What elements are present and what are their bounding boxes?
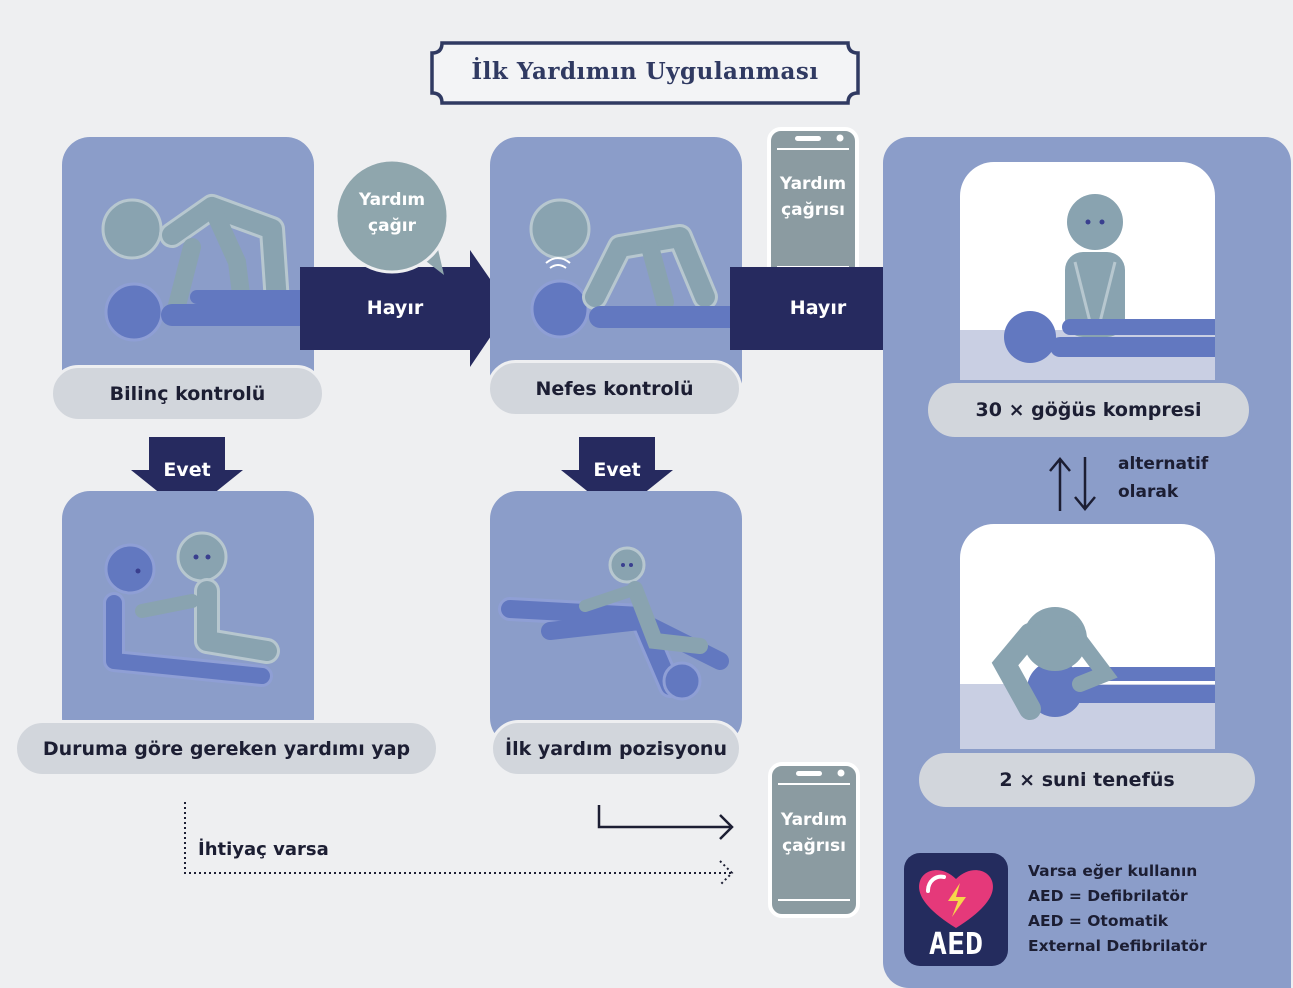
arrow-yes-2-label: Evet [593, 459, 641, 481]
if-needed-label: İhtiyaç varsa [198, 839, 329, 860]
step-breathing: Nefes kontrolü [487, 360, 742, 417]
arrow-yes-1 [131, 437, 243, 515]
page-title: İlk Yardımın Uygulanması [471, 58, 819, 85]
arrow-yes-1-label: Evet [163, 459, 211, 481]
arrow-no-1 [300, 250, 510, 367]
arrow-no-2-label: Hayır [789, 297, 847, 319]
alternate-line-1: alternatif [1118, 454, 1209, 474]
bubble-line-1: Yardım [358, 190, 426, 210]
aed-line-4: External Defibrilatör [1028, 937, 1207, 955]
recovery-illustration [498, 546, 729, 701]
consciousness-illustration [101, 194, 313, 342]
recovery-card [490, 491, 742, 746]
help-card [62, 491, 314, 746]
phone-bottom-line-1: Yardım [780, 810, 848, 830]
aed-logo-text: AED [928, 927, 984, 962]
breaths-scene [960, 524, 1215, 749]
alternate-line-2: olarak [1118, 482, 1179, 502]
breaths-illustration [960, 607, 1215, 749]
aed-heart-icon [919, 870, 993, 928]
step-help-as-needed: Duruma göre gereken yardımı yap [14, 720, 439, 777]
step-consciousness: Bilinç kontrolü [50, 365, 325, 422]
phone-top-line-2: çağrısı [781, 200, 845, 220]
compression-scene [960, 162, 1215, 395]
alternate-arrows-icon [1049, 457, 1096, 511]
aed-line-2: AED = Defibrilatör [1028, 887, 1188, 905]
arrow-no-1-label: Hayır [366, 297, 424, 319]
bubble-line-2: çağır [368, 216, 416, 236]
step-rescue-breaths: 2 × suni tenefüs [916, 750, 1258, 810]
phone-top-line-1: Yardım [779, 174, 847, 194]
compression-illustration [960, 194, 1215, 395]
dotted-arrow [184, 802, 734, 886]
step-recovery-position: İlk yardım pozisyonu [490, 720, 742, 777]
phone-bottom-icon [768, 762, 860, 918]
aed-line-1: Varsa eğer kullanın [1028, 862, 1198, 880]
arrow-yes-2 [561, 437, 673, 515]
aed-line-3: AED = Otomatik [1028, 912, 1169, 930]
step-compressions: 30 × göğüs kompresi [925, 380, 1252, 440]
breathing-illustration [529, 198, 741, 339]
title-frame [430, 41, 860, 105]
phone-bottom-line-2: çağrısı [782, 836, 846, 856]
help-illustration [103, 531, 280, 687]
solid-arrow [597, 805, 734, 840]
speech-bubble [334, 160, 450, 275]
consciousness-card [62, 137, 314, 407]
aed-logo: AED [904, 853, 1008, 966]
